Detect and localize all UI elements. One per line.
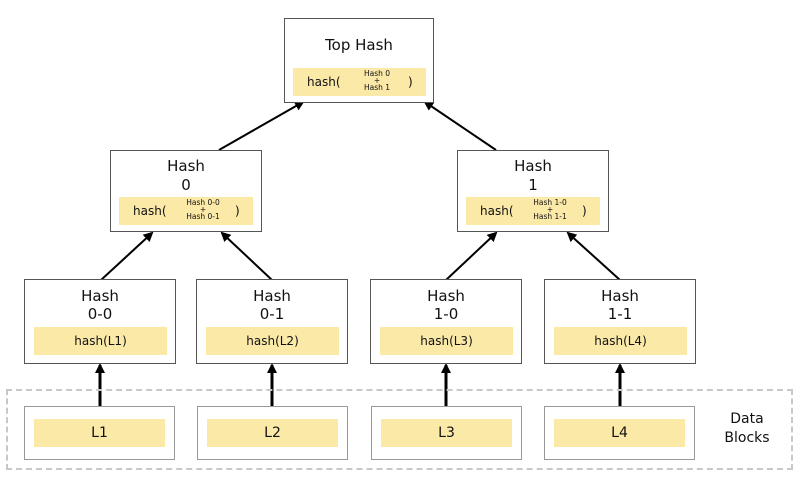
- hash-0-close: ): [235, 204, 240, 218]
- hash-1-0-title-line2: 1-0: [433, 305, 459, 323]
- hash-0-inputs: Hash 0-0 + Hash 0-1: [179, 199, 227, 221]
- leaf-L1-box: L1: [34, 419, 165, 447]
- hash-1-node: Hash 1 hash( Hash 1-0 + Hash 1-1 ): [457, 150, 609, 232]
- hash-1-0-title-line1: Hash: [427, 287, 465, 305]
- hash-0-0-node: Hash 0-0 hash(L1): [24, 279, 176, 364]
- hash-1-title-line1: Hash: [514, 157, 552, 175]
- hash-0-0-title-line2: 0-0: [87, 305, 113, 323]
- leaf-L1-label: L1: [91, 425, 108, 441]
- hash-1-1-title-line2: 1-1: [607, 305, 633, 323]
- arrow-hash1-to-top: [423, 100, 497, 151]
- leaf-L2: L2: [197, 406, 348, 460]
- hash-1-input-a: Hash 1-0: [533, 198, 567, 207]
- top-hash-title: Top Hash: [325, 36, 393, 54]
- hash-1-title-line2: 1: [528, 176, 538, 194]
- hash-0-input-b: Hash 0-1: [186, 212, 220, 221]
- hash-1-plus: +: [546, 205, 554, 214]
- hash-1-fn: hash(: [480, 204, 514, 218]
- hash-1-1-title-line1: Hash: [601, 287, 639, 305]
- hash-0-1-content: hash(L2): [246, 334, 299, 348]
- hash-0-fn: hash(: [133, 204, 167, 218]
- top-hash-input-b: Hash 1: [363, 83, 391, 92]
- leaf-L3: L3: [371, 406, 522, 460]
- hash-0-title-line1: Hash: [167, 157, 205, 175]
- top-hash-close: ): [408, 75, 413, 89]
- leaf-L4-label: L4: [611, 425, 628, 441]
- hash-1-inputs: Hash 1-0 + Hash 1-1: [526, 199, 574, 221]
- hash-1-0-content: hash(L3): [420, 334, 473, 348]
- arrow-hash01-to-hash0: [220, 231, 273, 281]
- data-blocks-region: [6, 389, 793, 470]
- leaf-L4: L4: [544, 406, 695, 460]
- hash-0-formula: hash( Hash 0-0 + Hash 0-1 ): [119, 197, 253, 225]
- hash-0-0-content: hash(L1): [74, 334, 127, 348]
- hash-1-1-content: hash(L4): [594, 334, 647, 348]
- hash-1-input-b: Hash 1-1: [533, 212, 567, 221]
- leaf-L4-box: L4: [554, 419, 685, 447]
- hash-0-1-title-line2: 0-1: [259, 305, 285, 323]
- data-blocks-label-line2: Blocks: [724, 430, 770, 446]
- hash-1-0-content-box: hash(L3): [380, 327, 513, 355]
- hash-1-close: ): [582, 204, 587, 218]
- hash-0-0-content-box: hash(L1): [34, 327, 167, 355]
- top-hash-input-a: Hash 0: [363, 69, 391, 78]
- hash-0-title-line2: 0: [181, 176, 191, 194]
- top-hash-plus: +: [373, 76, 381, 85]
- top-hash-inputs: Hash 0 + Hash 1: [353, 70, 401, 92]
- leaf-L3-label: L3: [438, 425, 455, 441]
- leaf-L2-box: L2: [207, 419, 338, 447]
- leaf-L1: L1: [24, 406, 175, 460]
- hash-0-1-content-box: hash(L2): [206, 327, 339, 355]
- data-blocks-label-line1: Data: [730, 411, 764, 427]
- leaf-L3-box: L3: [381, 419, 512, 447]
- top-hash-formula: hash( Hash 0 + Hash 1 ): [293, 68, 426, 96]
- arrow-hash00-to-hash0: [100, 231, 154, 281]
- hash-1-0-node: Hash 1-0 hash(L3): [370, 279, 522, 364]
- hash-0-plus: +: [199, 205, 207, 214]
- arrow-hash11-to-hash1: [566, 231, 621, 281]
- top-hash-fn: hash(: [307, 75, 341, 89]
- hash-0-node: Hash 0 hash( Hash 0-0 + Hash 0-1 ): [110, 150, 262, 232]
- hash-0-1-title-line1: Hash: [253, 287, 291, 305]
- arrow-hash0-to-top: [218, 101, 305, 151]
- hash-1-1-node: Hash 1-1 hash(L4): [544, 279, 696, 364]
- data-blocks-label: Data Blocks: [712, 410, 782, 448]
- top-hash-node: Top Hash hash( Hash 0 + Hash 1 ): [284, 18, 434, 103]
- hash-0-0-title-line1: Hash: [81, 287, 119, 305]
- hash-1-1-content-box: hash(L4): [554, 327, 687, 355]
- arrow-hash10-to-hash1: [445, 231, 498, 281]
- leaf-L2-label: L2: [264, 425, 281, 441]
- hash-0-input-a: Hash 0-0: [186, 198, 220, 207]
- hash-1-formula: hash( Hash 1-0 + Hash 1-1 ): [466, 197, 600, 225]
- hash-0-1-node: Hash 0-1 hash(L2): [196, 279, 348, 364]
